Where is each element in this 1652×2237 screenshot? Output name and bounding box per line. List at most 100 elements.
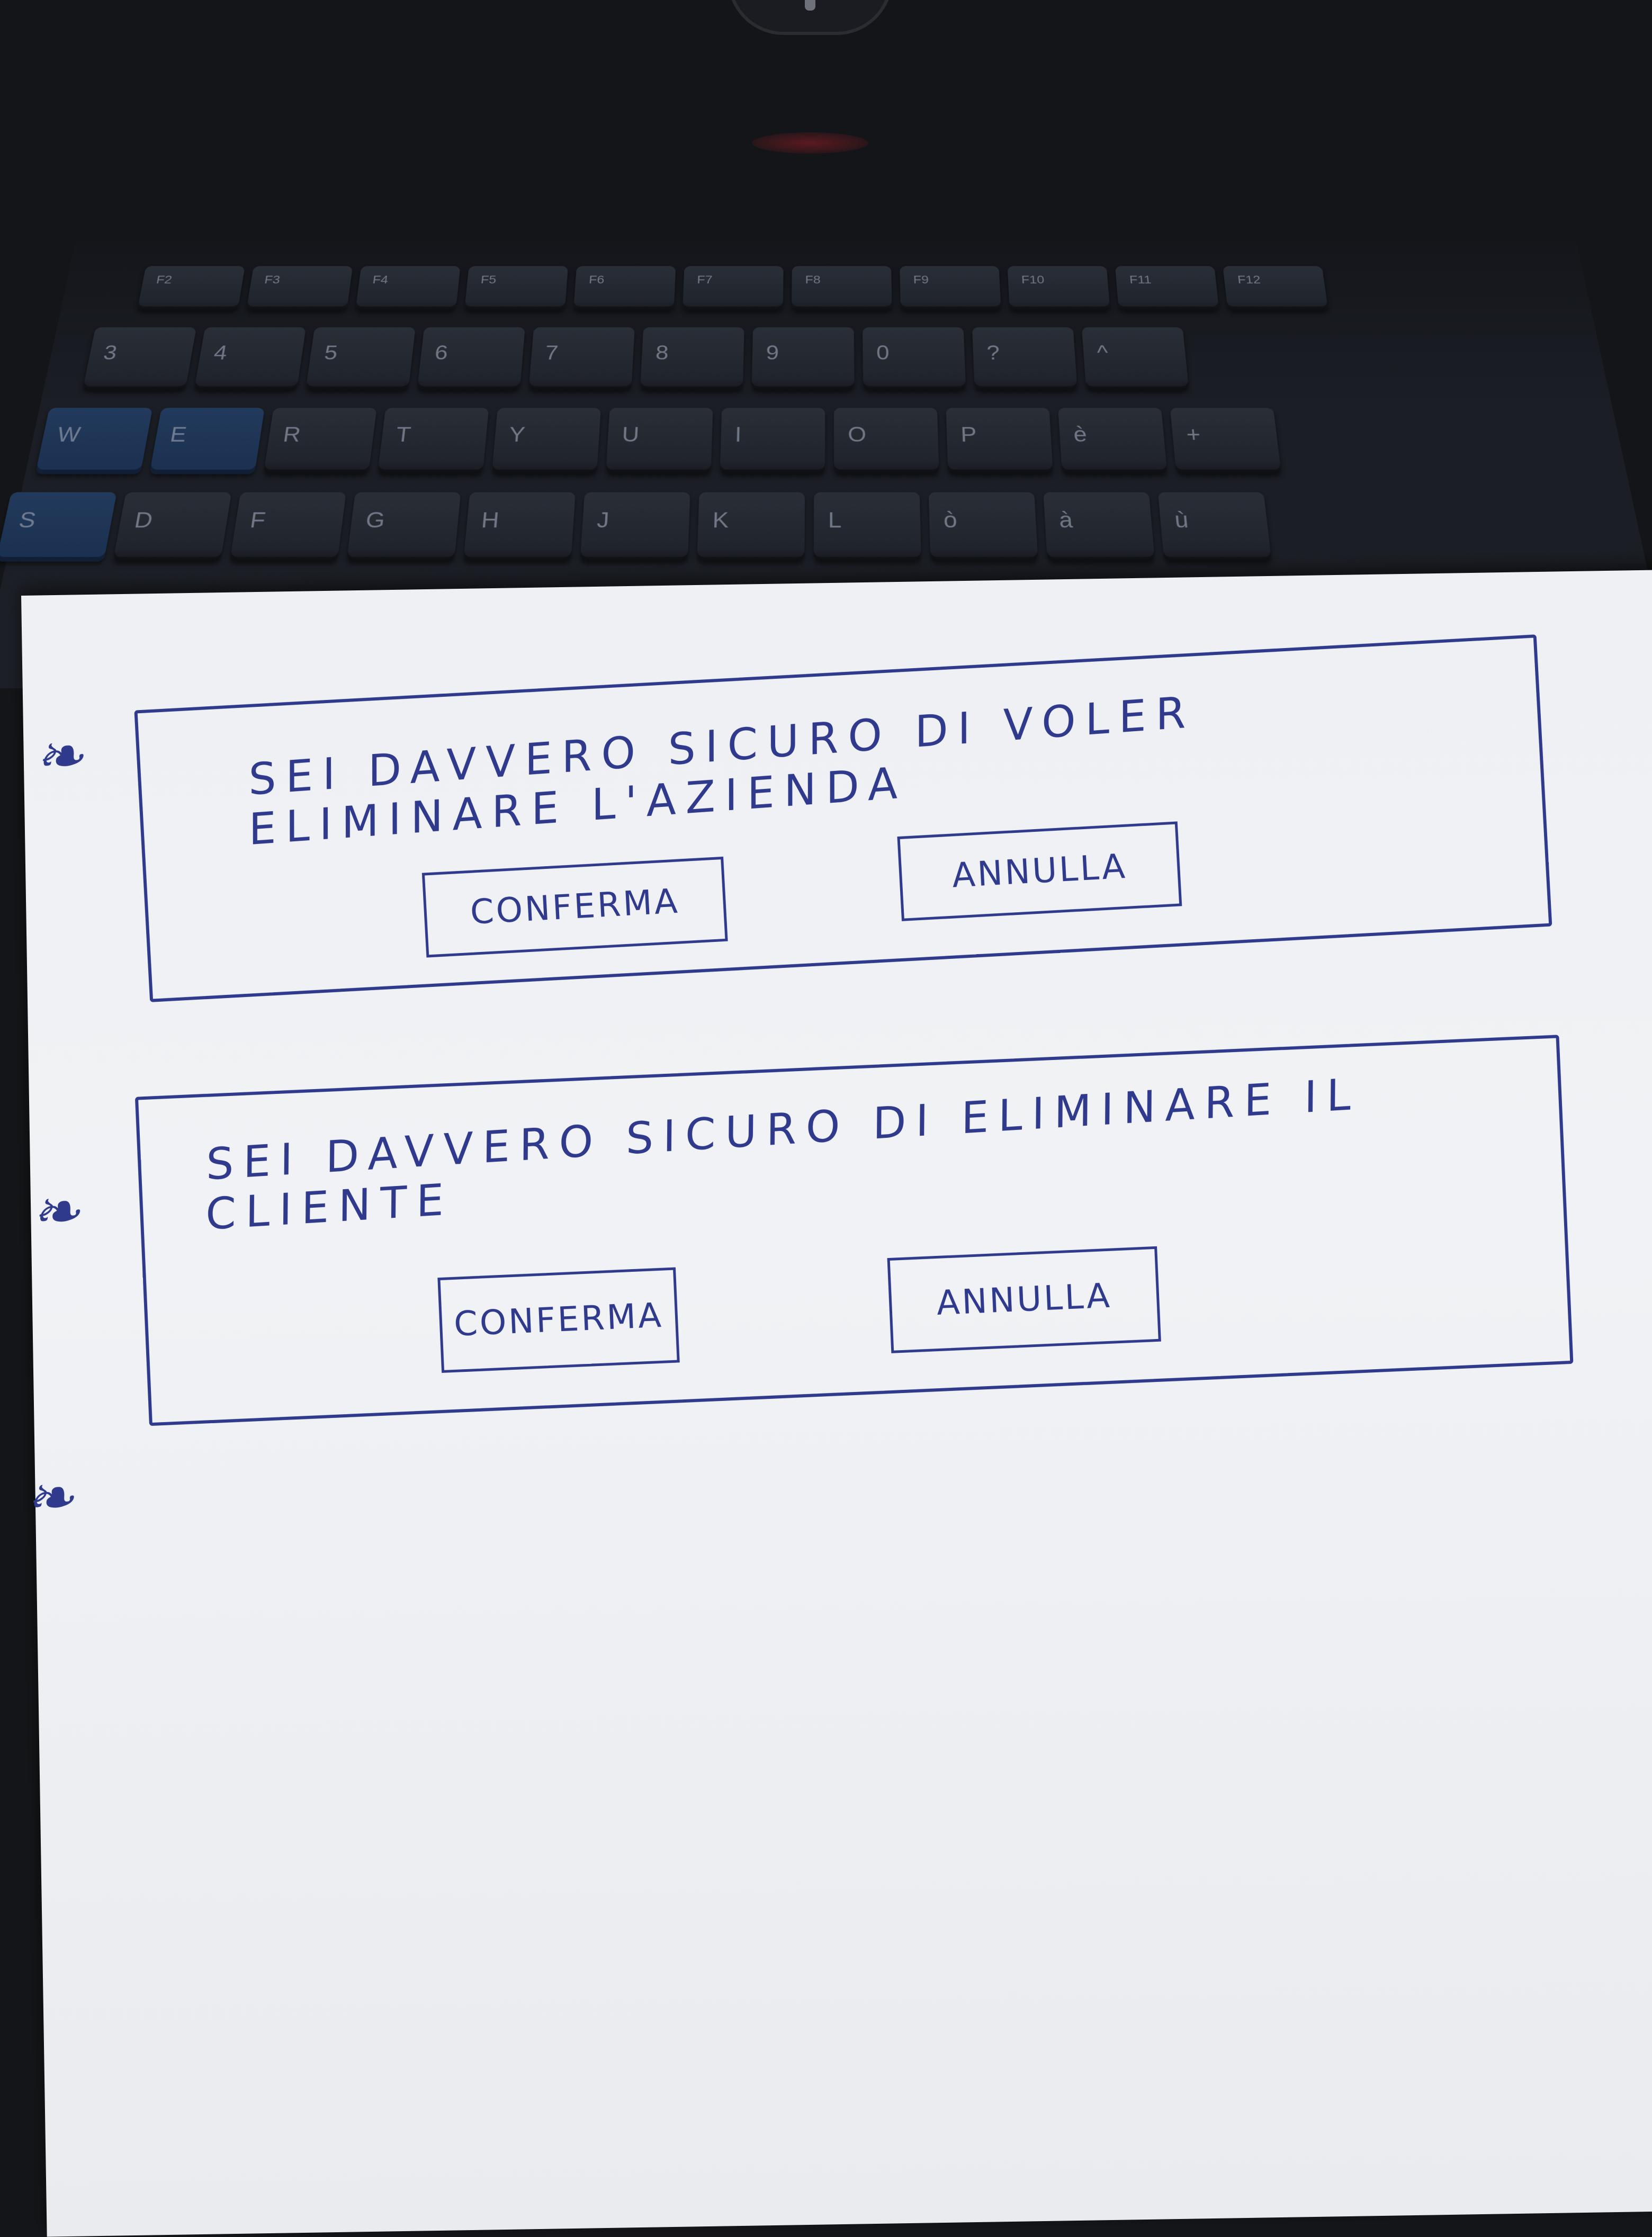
margin-scribble-3: ❧ <box>24 1463 74 1532</box>
key-label: F12 <box>1237 273 1261 286</box>
keyboard-key: è <box>1058 408 1167 474</box>
key-label: 0 <box>876 342 890 365</box>
keyboard-key: Y <box>492 408 601 474</box>
key-label: ù <box>1173 508 1189 533</box>
keyboard-key: F9 <box>900 266 1001 311</box>
key-label: Y <box>508 423 526 447</box>
key-label: F2 <box>155 273 173 286</box>
key-label: S <box>16 508 38 533</box>
keyboard-key: ò <box>929 492 1038 562</box>
key-label: + <box>1186 423 1202 447</box>
key-label: ^ <box>1096 342 1109 365</box>
keyboard-key: D <box>113 492 231 562</box>
keyboard-key: F2 <box>137 266 245 311</box>
key-label: I <box>734 423 742 447</box>
keyboard-key: H <box>463 492 576 562</box>
keyboard-key: S <box>0 492 117 562</box>
keyboard-key: U <box>606 408 713 474</box>
key-label: K <box>712 508 729 533</box>
keyboard-key: ? <box>972 327 1078 391</box>
key-label: 6 <box>434 342 449 365</box>
key-label: F6 <box>588 273 605 286</box>
key-label: L <box>828 508 842 533</box>
number-key-row: 3 45 6 7 8 9 0? ^ <box>83 327 1189 391</box>
key-label: F4 <box>372 273 389 286</box>
mouse-stripe <box>805 0 815 11</box>
dialog-delete-client: SEI DAVVERO SICURO DI ELIMINARE IL CLIEN… <box>135 1035 1574 1426</box>
keyboard-key: O <box>834 408 939 474</box>
cancel-button[interactable]: ANNULLA <box>887 1246 1161 1353</box>
dialog-delete-company: SEI DAVVERO SICURO DI VOLER ELIMINARE L'… <box>134 634 1552 1002</box>
key-label: è <box>1073 423 1088 447</box>
keyboard-key: F <box>230 492 346 562</box>
keyboard-key: W <box>35 408 153 474</box>
key-label: J <box>596 508 610 533</box>
key-label: F9 <box>913 273 929 286</box>
keyboard-key: F12 <box>1223 266 1328 311</box>
key-label: R <box>282 423 302 447</box>
key-label: F5 <box>480 273 497 286</box>
keyboard-key: F7 <box>683 266 784 311</box>
key-label: ò <box>943 508 957 533</box>
margin-scribble-1: ❧ <box>34 722 84 790</box>
keyboard-key: 6 <box>417 327 525 391</box>
keyboard-key: 9 <box>752 327 855 391</box>
keyboard-key: E <box>149 408 265 474</box>
keyboard-key: T <box>378 408 489 474</box>
keyboard-key: J <box>580 492 690 562</box>
paper-sheet: SEI DAVVERO SICURO DI VOLER ELIMINARE L'… <box>21 570 1652 2237</box>
keyboard-key: 7 <box>528 327 634 391</box>
keyboard-key: R <box>264 408 377 474</box>
key-label: F7 <box>697 273 713 286</box>
key-label: ? <box>986 342 1000 365</box>
key-label: O <box>848 423 866 447</box>
keyboard-key: à <box>1043 492 1155 562</box>
top-letter-row: W E R TY U I O Pè + <box>35 408 1282 474</box>
margin-scribble-2: ❧ <box>30 1177 80 1245</box>
keyboard-key: L <box>814 492 921 562</box>
keyboard-key: F5 <box>464 266 568 311</box>
keyboard-key: F6 <box>573 266 676 311</box>
confirm-button[interactable]: CONFERMA <box>422 857 728 958</box>
mouse <box>731 0 890 32</box>
keyboard-key: F10 <box>1008 266 1110 311</box>
keyboard-key: K <box>697 492 805 562</box>
confirm-button[interactable]: CONFERMA <box>437 1268 679 1373</box>
key-label: F <box>248 508 267 533</box>
keyboard-key: I <box>720 408 825 474</box>
key-label: 7 <box>544 342 559 365</box>
keyboard-key: F8 <box>792 266 892 311</box>
key-label: 5 <box>323 342 339 365</box>
dialog-message: SEI DAVVERO SICURO DI ELIMINARE IL CLIEN… <box>205 1060 1517 1240</box>
cancel-button[interactable]: ANNULLA <box>897 821 1182 921</box>
key-label: P <box>960 423 977 447</box>
keyboard-key: 0 <box>863 327 966 391</box>
keyboard-key: + <box>1170 408 1281 474</box>
keyboard-key: 5 <box>306 327 416 391</box>
red-light <box>752 132 868 154</box>
key-label: F8 <box>805 273 821 286</box>
key-label: D <box>132 508 155 533</box>
keyboard-key: G <box>346 492 461 562</box>
key-label: 8 <box>655 342 669 365</box>
keyboard-key: F3 <box>246 266 353 311</box>
key-label: W <box>55 423 83 447</box>
key-label: U <box>621 423 640 447</box>
keyboard-key: F4 <box>355 266 461 311</box>
key-label: 3 <box>102 342 119 365</box>
key-label: H <box>480 508 500 533</box>
key-label: G <box>364 508 387 533</box>
keyboard-key: ù <box>1158 492 1272 562</box>
key-label: E <box>168 423 188 447</box>
dialog-message: SEI DAVVERO SICURO DI VOLER ELIMINARE L'… <box>248 666 1505 856</box>
home-letter-row: S D F G H J K Lò à ù <box>0 492 1272 562</box>
keyboard-key: 3 <box>83 327 196 391</box>
keyboard-key: P <box>946 408 1054 474</box>
function-key-row: F2 F3 F4 F5 F6 F7 F8 F9 F10 F11 F12 <box>137 266 1328 311</box>
keyboard-key: 4 <box>194 327 306 391</box>
keyboard-key: ^ <box>1082 327 1189 391</box>
key-label: F10 <box>1021 273 1045 286</box>
key-label: à <box>1058 508 1074 533</box>
key-label: 9 <box>766 342 779 365</box>
key-label: F11 <box>1129 273 1152 286</box>
